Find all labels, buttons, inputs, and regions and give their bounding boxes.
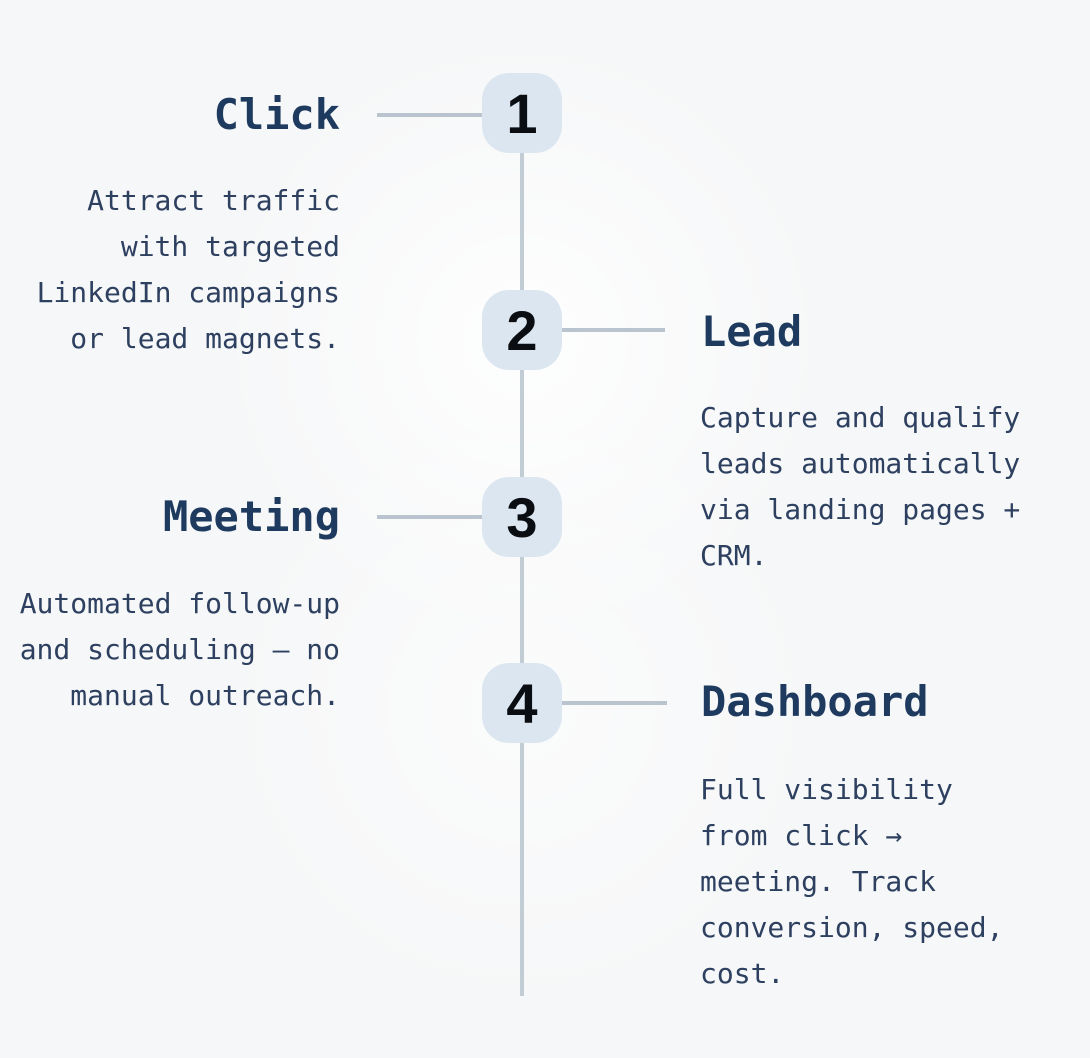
step-1-number-badge: 1 [482, 73, 562, 153]
step-4-number-badge: 4 [482, 663, 562, 743]
connector-step-1 [377, 113, 484, 117]
step-1-description: Attract traffic with targeted LinkedIn c… [36, 184, 340, 355]
step-3-description: Automated follow-up and scheduling — no … [19, 587, 340, 712]
step-3-title: Meeting [162, 492, 340, 541]
connector-step-3 [377, 515, 484, 519]
step-1-title: Click [213, 90, 340, 139]
connector-step-4 [559, 701, 667, 705]
step-2-number-badge: 2 [482, 290, 562, 370]
connector-step-2 [559, 328, 665, 332]
step-2-title: Lead [701, 307, 803, 356]
step-2-description: Capture and qualify leads automatically … [700, 401, 1021, 572]
step-3-number-badge: 3 [482, 477, 562, 557]
step-4-title: Dashboard [701, 677, 929, 726]
step-4-description: Full visibility from click → meeting. Tr… [700, 773, 1004, 990]
